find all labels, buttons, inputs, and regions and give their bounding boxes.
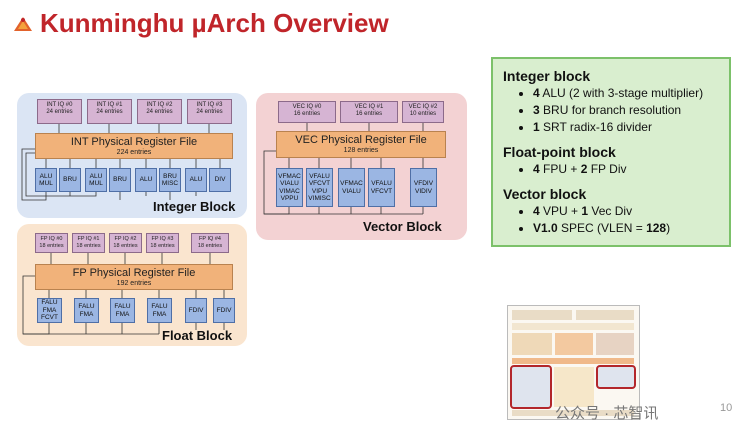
integer-block-label: Integer Block xyxy=(153,199,236,214)
float-block-heading: Float-point block xyxy=(503,144,616,160)
list-item: V1.0 SPEC (VLEN = 128) xyxy=(533,220,719,237)
int-datapath-lines xyxy=(21,124,221,201)
list-item: 1 SRT radix-16 divider xyxy=(533,119,719,136)
float-block-list: 4 FPU + 2 FP Div xyxy=(503,161,719,178)
vec-datapath-lines xyxy=(263,123,424,215)
int-unit-alu-3: ALU xyxy=(185,168,207,192)
page-title: Kunminghu µArch Overview xyxy=(40,8,389,38)
list-item: 4 ALU (2 with 3-stage multiplier) xyxy=(533,85,719,102)
list-item: 4 VPU + 1 Vec Div xyxy=(533,203,719,220)
fp-datapath-lines xyxy=(22,253,225,335)
vector-block-label: Vector Block xyxy=(363,219,442,234)
microarchitecture-thumbnail xyxy=(507,305,640,420)
logo-icon xyxy=(14,17,32,31)
page-number: 10 xyxy=(720,402,733,414)
int-unit-bru-1: BRU xyxy=(109,168,131,192)
vector-block-heading: Vector block xyxy=(503,186,587,202)
list-item: 4 FPU + 2 FP Div xyxy=(533,161,719,178)
fp-unit-fdiv-0: FDIV xyxy=(185,298,207,323)
integer-block-list: 4 ALU (2 with 3-stage multiplier) 3 BRU … xyxy=(503,85,719,136)
float-block-label: Float Block xyxy=(162,328,233,343)
integer-block-heading: Integer block xyxy=(503,68,591,84)
fp-unit-fdiv-1: FDIV xyxy=(213,298,235,323)
vector-block-list: 4 VPU + 1 Vec Div V1.0 SPEC (VLEN = 128) xyxy=(503,203,719,237)
int-unit-bru-0: BRU xyxy=(59,168,81,192)
int-unit-alu-2: ALU xyxy=(135,168,157,192)
int-unit-div: DIV xyxy=(209,168,231,192)
list-item: 3 BRU for branch resolution xyxy=(533,102,719,119)
watermark: 公众号 · 芯智讯 xyxy=(555,405,659,422)
info-panel: Integer block 4 ALU (2 with 3-stage mult… xyxy=(491,57,731,247)
